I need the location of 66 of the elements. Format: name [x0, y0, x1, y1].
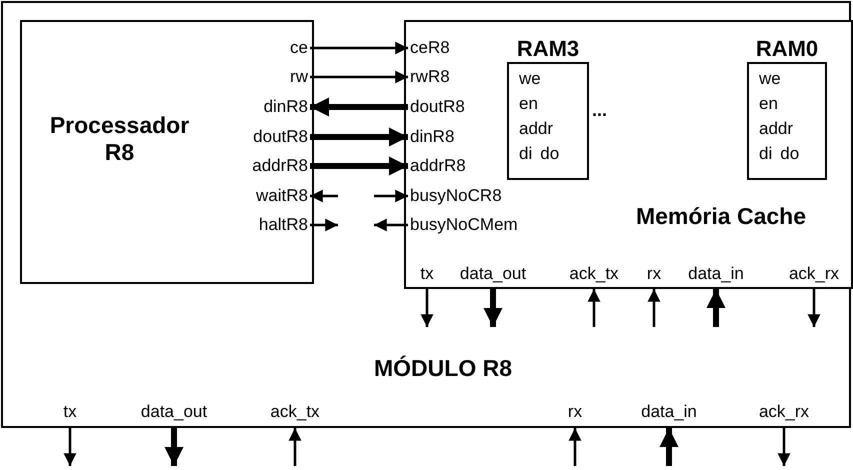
port-label: ack_rx — [786, 263, 842, 289]
component-block — [404, 20, 853, 289]
arrow — [374, 190, 408, 202]
port-label: di — [519, 144, 532, 163]
port-label: doutR8 — [251, 126, 310, 148]
arrow — [588, 289, 600, 327]
arrow — [659, 428, 679, 466]
port-label: addr — [519, 118, 554, 140]
port-label: ack_tx — [268, 401, 322, 428]
arrow — [310, 97, 408, 117]
component-block — [20, 20, 314, 284]
arrow — [288, 428, 302, 466]
port-label: we — [519, 68, 542, 90]
port-label: do — [540, 144, 560, 163]
port-label: addr — [759, 118, 794, 140]
port-label: data_in — [686, 263, 746, 289]
port-label: ce — [288, 37, 310, 59]
arrow — [164, 428, 184, 466]
port-label: addrR8 — [250, 155, 310, 177]
port-label: dinR8 — [408, 126, 456, 148]
block-title: RAM3 — [516, 36, 580, 62]
module-block — [1, 1, 851, 428]
ellipsis-text: ... — [592, 100, 608, 121]
port-label: di — [759, 144, 772, 163]
port-label: en — [759, 93, 779, 115]
arrow — [648, 289, 660, 327]
arrow — [778, 428, 790, 466]
port-label: rwR8 — [408, 66, 452, 88]
block-title: MÓDULO R8 — [373, 355, 513, 382]
arrow — [310, 190, 338, 202]
arrow — [483, 289, 503, 327]
port-label: haltR8 — [256, 214, 310, 236]
arrow — [310, 70, 408, 84]
arrow — [310, 42, 408, 54]
arrow — [374, 218, 408, 232]
port-label: do — [780, 144, 800, 163]
arrow — [310, 127, 408, 147]
arrow — [706, 289, 726, 327]
arrow — [568, 428, 582, 466]
port-label: rx — [566, 401, 584, 428]
port-label: waitR8 — [254, 185, 310, 207]
port-label: addrR8 — [408, 155, 468, 177]
port-label: tx — [61, 401, 79, 428]
port-label: busyNoCR8 — [408, 185, 504, 207]
port-label: rw — [288, 66, 310, 88]
arrow — [310, 218, 338, 232]
arrow — [64, 428, 76, 466]
port-label: data_in — [639, 401, 699, 428]
block-title: Processador R8 — [48, 112, 190, 166]
port-label: doutR8 — [408, 96, 467, 118]
port-label: rx — [644, 263, 664, 289]
arrow — [310, 156, 408, 176]
port-label: we — [759, 68, 782, 90]
port-label: ceR8 — [408, 37, 452, 59]
port-label: ack_tx — [567, 263, 621, 289]
port-label: data_out — [458, 263, 528, 289]
arrow — [808, 289, 820, 327]
arrow — [420, 289, 434, 327]
port-label: ack_rx — [756, 401, 812, 428]
port-label: data_out — [138, 401, 210, 428]
block-title: Memória Cache — [634, 203, 807, 230]
port-label: busyNoCMem — [408, 214, 520, 236]
block-title: RAM0 — [754, 36, 820, 62]
port-label: dinR8 — [262, 96, 310, 118]
port-label: tx — [418, 263, 436, 289]
port-label: en — [519, 93, 539, 115]
